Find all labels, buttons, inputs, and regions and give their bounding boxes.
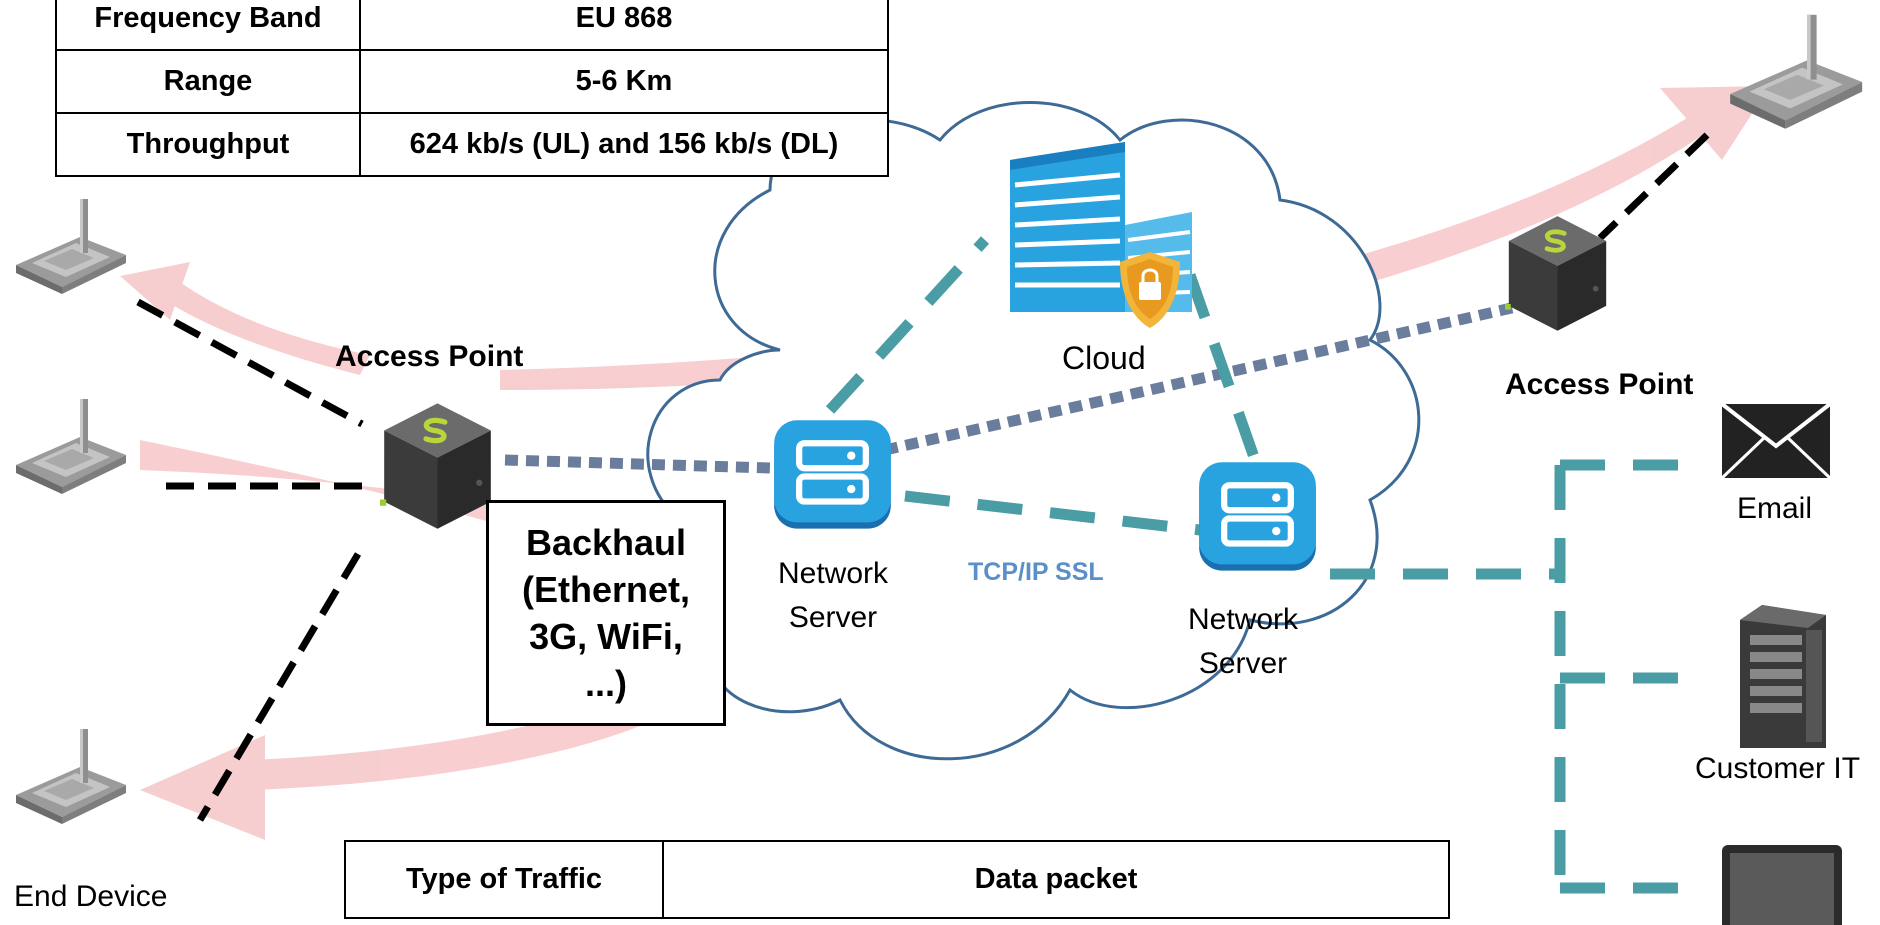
table-row: Frequency Band EU 868 [55,0,889,51]
spec-table: Frequency Band EU 868 Range 5-6 Km Throu… [55,0,889,177]
backhaul-links [504,299,1527,474]
server-tower-icon [1740,605,1826,748]
device-links [136,132,1710,822]
backhaul-box: Backhaul (Ethernet, 3G, WiFi, ...) [486,500,726,726]
table-cell: Frequency Band [55,0,361,51]
table-cell: EU 868 [359,0,889,51]
end-device-label: End Device [14,880,168,913]
lock-shield-icon [1120,252,1180,328]
table-header-cell: Data packet [662,840,1450,919]
server-links [825,236,1700,894]
antenna-device-icon [16,729,126,824]
traffic-table: Type of Traffic Data packet [344,840,1450,919]
antenna-device-icon [16,399,126,494]
network-server-2-label: Network Server [1187,603,1299,680]
table-cell: 5-6 Km [359,49,889,114]
table-header-row: Type of Traffic Data packet [344,840,1450,919]
gateway-cube-icon [1505,216,1606,331]
customer-it-label: Customer IT [1695,752,1861,785]
envelope-icon [1720,402,1832,480]
gateway-cube-icon [380,403,491,528]
access-point-right-label: Access Point [1505,368,1694,401]
table-cell: Range [55,49,361,114]
access-point-left-label: Access Point [335,340,524,373]
table-row: Throughput 624 kb/s (UL) and 156 kb/s (D… [55,112,889,177]
table-cell: Throughput [55,112,361,177]
table-row: Range 5-6 Km [55,49,889,114]
antenna-device-icon [16,199,126,294]
table-header-cell: Type of Traffic [344,840,664,919]
table-cell: 624 kb/s (UL) and 156 kb/s (DL) [359,112,889,177]
monitor-icon [1722,845,1842,925]
tcp-ip-label: TCP/IP SSL [968,558,1104,586]
server-icon [774,420,891,528]
network-server-1-label: Network Server [777,557,889,634]
backhaul-label: Backhaul (Ethernet, 3G, WiFi, ...) [521,522,690,704]
server-icon [1199,462,1316,570]
antenna-device-icon [1730,14,1863,129]
cloud-label: Cloud [1062,340,1146,376]
email-label: Email [1737,492,1813,525]
